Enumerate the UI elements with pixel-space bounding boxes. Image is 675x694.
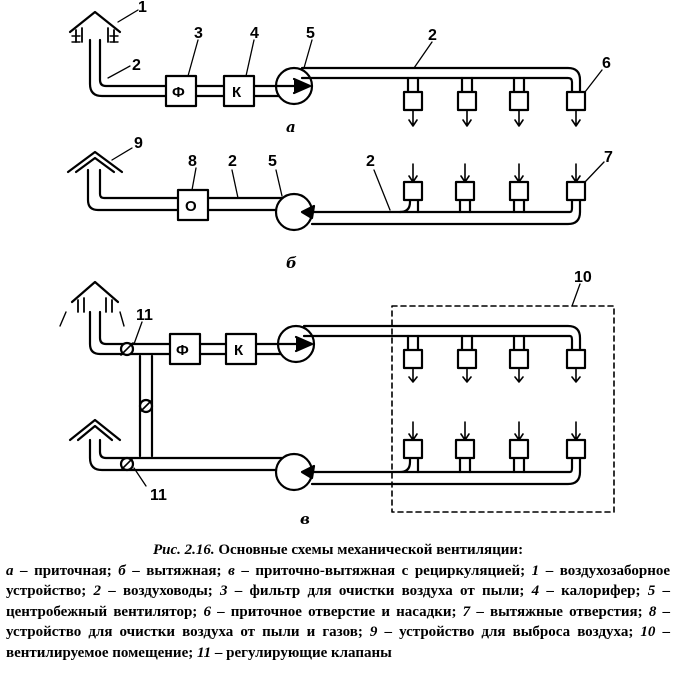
filter-box — [168, 332, 202, 366]
legend-text: – фильтр для очистки воздуха от пыли; — [227, 583, 532, 599]
ventilation-schemes-diagram: 1 2 3 4 5 2 6 Ф К а 9 8 2 5 2 7 О б 10 1… — [59, 0, 615, 528]
callout-10: 10 — [574, 269, 592, 286]
fan-arrow — [274, 77, 312, 95]
legend-key: 10 — [640, 624, 656, 640]
cleaner-box — [176, 188, 210, 222]
caption-title-text: Основные схемы механической вентиляции: — [218, 542, 524, 558]
callout-2: 2 — [428, 27, 437, 44]
legend-key: 11 — [196, 644, 212, 661]
exhaust-hood-icon — [68, 418, 122, 442]
scheme-c-label: в — [300, 510, 310, 528]
callout-7: 7 — [604, 149, 613, 166]
legend-text: – вытяжная; — [125, 562, 229, 579]
callout-9: 9 — [134, 135, 143, 152]
callout-2: 2 — [366, 153, 375, 170]
legend-key: 7 — [462, 603, 471, 620]
heater-box — [224, 332, 258, 366]
exhaust-opening — [565, 180, 587, 202]
filter-box-label: Ф — [172, 84, 185, 101]
legend-key: а — [6, 562, 14, 579]
supply-outlet — [456, 90, 478, 112]
duct — [88, 38, 168, 98]
legend-text: – вентилируемое помещение; — [6, 624, 671, 661]
exhaust-opening — [402, 180, 424, 202]
caption-fig-number: Рис. 2.16. — [152, 542, 215, 558]
legend-text: – приточно-вытяжная с рециркуляцией; — [234, 562, 532, 579]
legend-key: 1 — [531, 562, 540, 579]
exhaust-opening — [565, 438, 587, 460]
callout-11: 11 — [150, 487, 167, 504]
callout-5: 5 — [306, 25, 315, 42]
legend-text: – воздухозаборное устройство; — [6, 562, 670, 600]
exhaust-opening — [508, 180, 530, 202]
legend-key: в — [228, 562, 235, 579]
supply-outlet — [402, 90, 424, 112]
supply-outlet — [565, 348, 587, 370]
callout-5: 5 — [268, 153, 277, 170]
callout-1: 1 — [138, 0, 147, 16]
supply-outlet — [508, 90, 530, 112]
heater-box — [222, 74, 256, 108]
figure-caption: Рис. 2.16. Основные схемы механической в… — [6, 540, 670, 663]
heater-box-label: К — [232, 84, 242, 101]
filter-box — [164, 74, 198, 108]
exhaust-opening — [508, 438, 530, 460]
exhaust-opening — [402, 438, 424, 460]
air-intake-hood-icon — [70, 280, 120, 304]
legend-text: – вытяжные отверстия; — [470, 603, 649, 620]
legend-key: 2 — [93, 583, 102, 599]
legend-key: 3 — [220, 583, 228, 599]
caption-title: Рис. 2.16. Основные схемы механической в… — [6, 540, 670, 561]
scheme-b — [66, 147, 605, 232]
callout-2: 2 — [132, 57, 141, 74]
caption-legend: а – приточная; б – вытяжная; в – приточн… — [6, 563, 670, 661]
legend-key: 5 — [647, 583, 656, 599]
scheme-a-label: а — [286, 118, 296, 136]
legend-text: – калорифер; — [539, 583, 648, 599]
filter-box-label: Ф — [176, 342, 189, 359]
exhaust-opening — [454, 438, 476, 460]
scheme-c — [59, 280, 615, 513]
cleaner-box-label: О — [185, 198, 197, 215]
scheme-b-label: б — [286, 254, 297, 272]
exhaust-hood-icon — [66, 150, 124, 174]
ventilated-room — [391, 305, 615, 513]
exhaust-opening — [454, 180, 476, 202]
supply-outlet — [565, 90, 587, 112]
legend-text: – приточная; — [13, 562, 119, 579]
callout-2: 2 — [228, 153, 237, 170]
legend-text: – приточное отверстие и насадки; — [210, 603, 463, 620]
callout-6: 6 — [602, 55, 611, 72]
callout-8: 8 — [188, 153, 197, 170]
scheme-a — [68, 9, 603, 127]
legend-text: – воздуховоды; — [101, 583, 221, 599]
legend-text: – устройство для выброса воздуха; — [377, 624, 641, 640]
callout-3: 3 — [194, 25, 203, 42]
supply-outlet — [508, 348, 530, 370]
legend-key: 6 — [203, 603, 211, 620]
callout-4: 4 — [250, 25, 259, 42]
legend-key: 9 — [369, 624, 378, 640]
callout-11: 11 — [136, 307, 153, 324]
legend-key: 4 — [531, 583, 540, 599]
legend-text: – устройство для очистки воздуха от пыли… — [6, 603, 670, 641]
heater-box-label: К — [234, 342, 244, 359]
legend-text: – регулирующие клапаны — [211, 644, 392, 661]
legend-text: – центробежный вентилятор; — [6, 583, 671, 620]
legend-key: 8 — [648, 603, 657, 620]
air-intake-hood-icon — [68, 10, 122, 34]
supply-outlet — [456, 348, 478, 370]
supply-outlet — [402, 348, 424, 370]
legend-key: б — [118, 562, 126, 579]
